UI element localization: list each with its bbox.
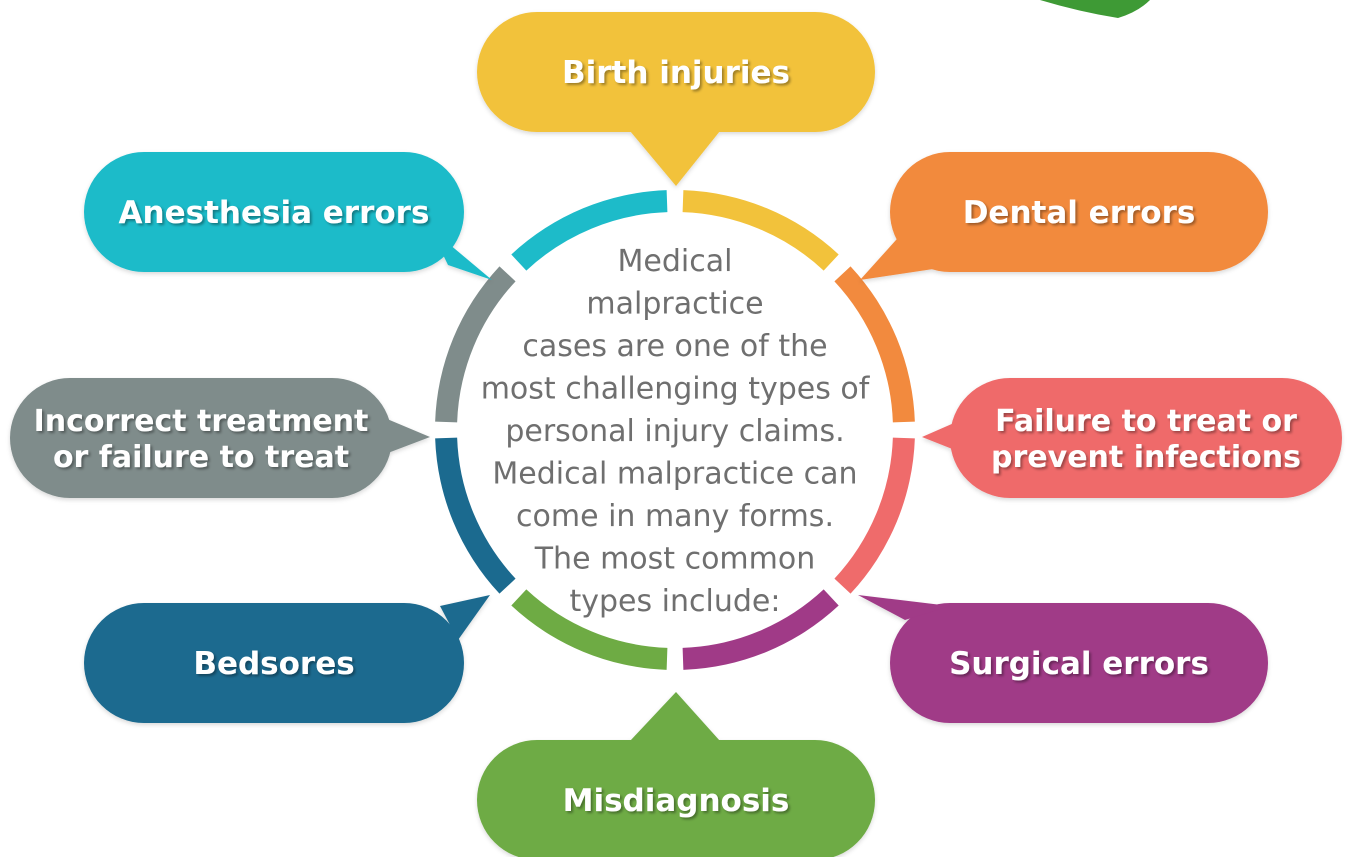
center-text-line: most challenging types of <box>481 371 871 406</box>
bubble-label-surgical-errors: Surgical errors <box>949 646 1209 682</box>
ring-segment-birth-injuries <box>682 190 839 271</box>
bubble-label-line: prevent infections <box>991 440 1301 475</box>
bubble-label-line: Misdiagnosis <box>563 783 790 819</box>
bubble-label-bedsores: Bedsores <box>193 646 354 682</box>
bubble-label-line: Anesthesia errors <box>119 195 430 231</box>
bubble-label-birth-injuries: Birth injuries <box>562 55 790 91</box>
center-text-line: cases are one of the <box>522 329 827 364</box>
bubble-shape-bedsores <box>84 603 464 723</box>
bubble-birth-injuries <box>477 12 875 186</box>
corner-leaf-decoration <box>1040 0 1150 18</box>
bubble-dental-errors <box>860 152 1268 280</box>
bubble-label-line: Failure to treat or <box>995 404 1297 439</box>
ring-segment-failure-to-treat-infections <box>834 437 915 594</box>
center-text-line: Medical <box>618 244 733 279</box>
bubble-failure-to-treat-infections <box>922 378 1342 498</box>
bubble-shape-dental-errors <box>890 152 1268 272</box>
bubble-pointer-dental-errors <box>860 230 960 280</box>
bubble-label-dental-errors: Dental errors <box>963 195 1196 231</box>
bubble-shape-surgical-errors <box>890 603 1268 723</box>
bubble-shape-birth-injuries <box>477 12 875 132</box>
ring-segments <box>435 190 915 670</box>
ring-segment-misdiagnosis <box>511 589 668 670</box>
bubble-bedsores <box>84 595 490 723</box>
center-description: Medical malpractice cases are one of the mo… <box>481 244 871 619</box>
ring-segment-surgical-errors <box>682 589 839 670</box>
bubble-pointer-failure-to-treat-infections <box>922 416 970 456</box>
bubble-pointer-birth-injuries <box>630 131 720 186</box>
bubble-label-line: Surgical errors <box>949 646 1209 682</box>
center-text-line: personal injury claims. <box>505 414 844 449</box>
bubble-shape-failure-to-treat-infections <box>950 378 1342 498</box>
bubble-misdiagnosis <box>477 692 875 857</box>
bubble-incorrect-treatment <box>10 378 430 498</box>
center-text-line: come in many forms. <box>516 499 834 534</box>
bubble-label-anesthesia-errors: Anesthesia errors <box>119 195 430 231</box>
ring-segment-dental-errors <box>834 266 915 423</box>
center-text-line: types include: <box>570 584 781 619</box>
bubble-label-line: Incorrect treatment <box>34 404 369 439</box>
bubble-pointer-incorrect-treatment <box>380 416 430 456</box>
bubble-surgical-errors <box>858 595 1268 723</box>
ring-segment-anesthesia-errors <box>511 190 668 271</box>
bubble-shape-anesthesia-errors <box>84 152 464 272</box>
bubble-pointer-bedsores <box>440 595 490 640</box>
bubble-label-misdiagnosis: Misdiagnosis <box>563 783 790 819</box>
bubble-shape-incorrect-treatment <box>10 378 392 498</box>
center-text-line: The most common <box>534 541 816 576</box>
bubble-label-line: Birth injuries <box>562 55 790 91</box>
bubble-shape-misdiagnosis <box>477 740 875 857</box>
bubble-pointer-misdiagnosis <box>630 692 720 741</box>
ring-segment-incorrect-treatment <box>435 266 516 423</box>
center-text-line: Medical malpractice can <box>492 456 857 491</box>
ring-segment-bedsores <box>435 437 516 594</box>
bubble-label-line: or failure to treat <box>53 440 349 475</box>
bubble-pointer-anesthesia-errors <box>430 228 492 280</box>
center-text-line: malpractice <box>586 286 763 321</box>
bubble-label-line: Bedsores <box>193 646 354 682</box>
bubble-pointer-surgical-errors <box>858 595 950 620</box>
bubble-anesthesia-errors <box>84 152 492 280</box>
bubble-label-line: Dental errors <box>963 195 1196 231</box>
